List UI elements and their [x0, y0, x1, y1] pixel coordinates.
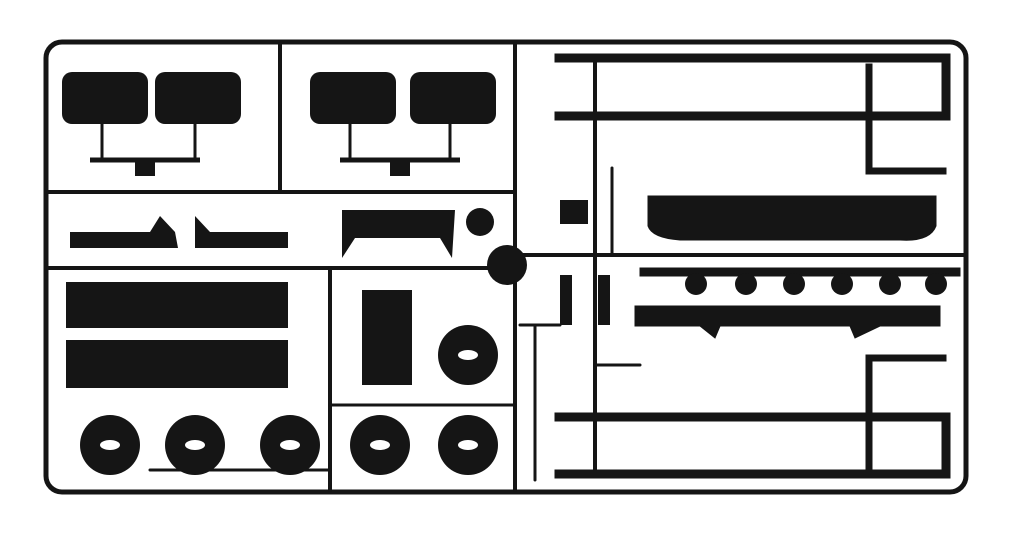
small-wheel [925, 273, 947, 295]
side-panel [66, 340, 288, 388]
rail-link [865, 354, 947, 362]
tire [410, 72, 496, 124]
rail-end [941, 53, 951, 121]
small-wheel [685, 273, 707, 295]
knob [466, 208, 494, 236]
long-rail [554, 412, 951, 422]
fender [195, 216, 288, 248]
small-wheel [783, 273, 805, 295]
chassis-beam [647, 195, 937, 241]
small-wheel [735, 273, 757, 295]
axle-hub [135, 160, 155, 176]
rail-end [941, 412, 951, 479]
sprue-parts [554, 53, 961, 479]
outer-runner [43, 39, 969, 495]
wheel-hole [458, 440, 478, 450]
small-wheel [831, 273, 853, 295]
rail-link [865, 167, 947, 175]
shaft [560, 275, 572, 325]
bracket [560, 200, 588, 224]
small-wheel [879, 273, 901, 295]
tire [155, 72, 241, 124]
shaft [598, 275, 610, 325]
bumper [342, 210, 455, 258]
side-panel [66, 282, 288, 328]
hub [487, 245, 527, 285]
axle-hub [390, 160, 410, 176]
wheel-hole [458, 350, 478, 360]
long-rail [554, 469, 951, 479]
sprue-frame [43, 39, 969, 495]
rail-end [865, 359, 873, 471]
wheel-hole [185, 440, 205, 450]
rail-end [865, 63, 873, 175]
tire [310, 72, 396, 124]
long-rail [554, 53, 951, 63]
frame-piece [362, 290, 412, 385]
fender [70, 216, 178, 248]
chassis-beam [634, 305, 941, 339]
long-rail [554, 111, 951, 121]
generated-parts [62, 72, 947, 475]
wheel-hole [100, 440, 120, 450]
wheel-hole [280, 440, 300, 450]
wheel-hole [370, 440, 390, 450]
tire [62, 72, 148, 124]
